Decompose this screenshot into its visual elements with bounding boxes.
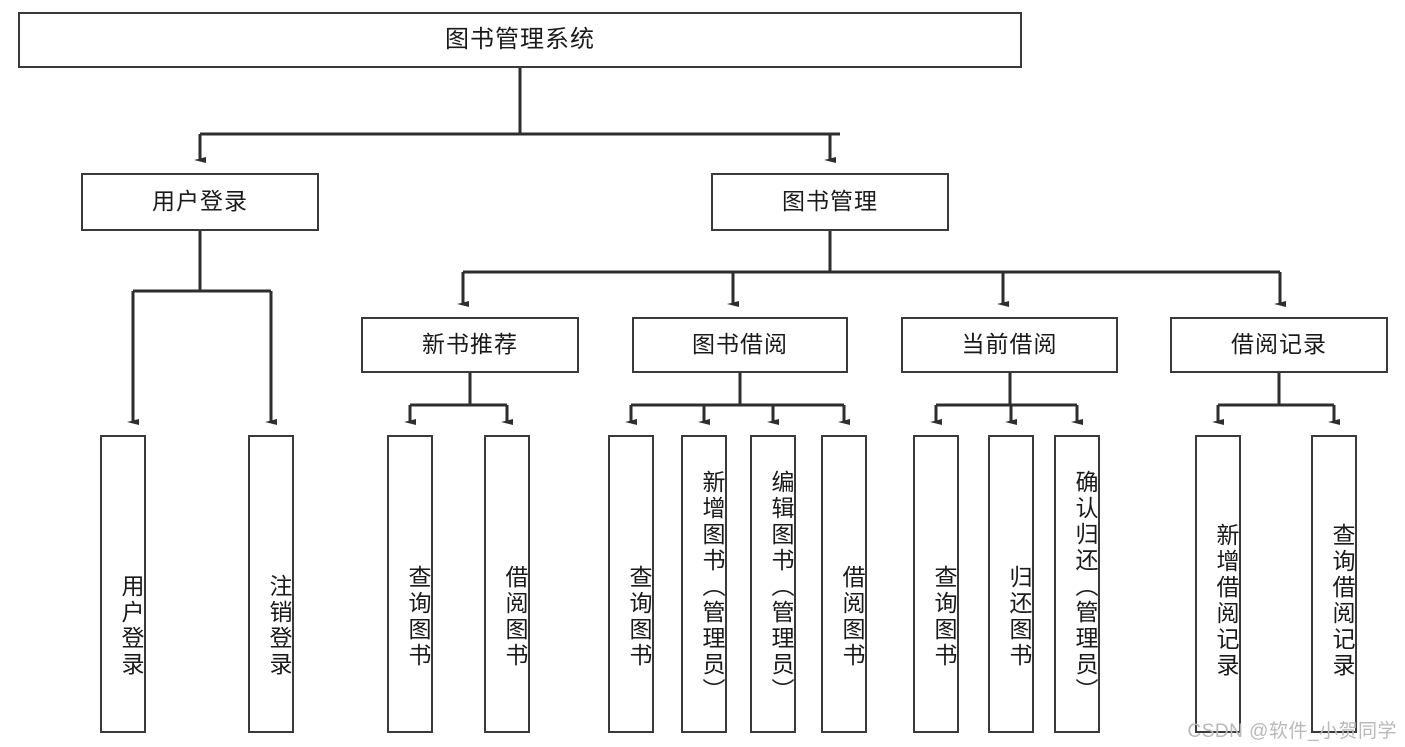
node-book-borrow[interactable]: 图书借阅 [632, 317, 848, 373]
leaf-logout-login-label: 注销登录 [266, 574, 292, 678]
leaf-return-book-label: 归还图书 [1006, 565, 1032, 669]
leaf-confirm-return-admin[interactable]: 确认归还（管理员） [1054, 435, 1100, 733]
leaf-query-book-borrow[interactable]: 查询图书 [608, 435, 654, 733]
leaf-query-book-borrow-label: 查询图书 [626, 565, 652, 669]
leaf-borrow-book-recommend[interactable]: 借阅图书 [484, 435, 530, 733]
node-root-system[interactable]: 图书管理系统 [18, 12, 1022, 68]
leaf-logout-login[interactable]: 注销登录 [248, 435, 294, 733]
leaf-query-borrow-record-label: 查询借阅记录 [1329, 523, 1355, 679]
node-current-borrow[interactable]: 当前借阅 [901, 317, 1118, 373]
leaf-add-borrow-record[interactable]: 新增借阅记录 [1195, 435, 1241, 733]
leaf-confirm-return-admin-label: 确认归还（管理员） [1072, 470, 1098, 704]
node-new-book-recommend[interactable]: 新书推荐 [361, 317, 579, 373]
leaf-user-login-label: 用户登录 [118, 574, 144, 678]
node-current-borrow-label: 当前借阅 [961, 331, 1058, 358]
node-book-management-label: 图书管理 [782, 188, 878, 215]
csdn-watermark: CSDN @软件_小贺同学 [1187, 721, 1397, 742]
node-borrow-record[interactable]: 借阅记录 [1170, 317, 1388, 373]
leaf-borrow-book-recommend-label: 借阅图书 [502, 565, 528, 669]
leaf-add-book-admin-label: 新增图书（管理员） [699, 470, 725, 704]
leaf-edit-book-admin[interactable]: 编辑图书（管理员） [750, 435, 796, 733]
node-new-book-recommend-label: 新书推荐 [422, 331, 518, 358]
node-book-borrow-label: 图书借阅 [692, 331, 788, 358]
leaf-query-book-current[interactable]: 查询图书 [913, 435, 959, 733]
node-book-management[interactable]: 图书管理 [711, 173, 949, 231]
leaf-return-book[interactable]: 归还图书 [988, 435, 1034, 733]
leaf-query-book-recommend-label: 查询图书 [405, 565, 431, 669]
leaf-query-book-recommend[interactable]: 查询图书 [387, 435, 433, 733]
node-user-login-label: 用户登录 [152, 188, 248, 215]
leaf-query-book-current-label: 查询图书 [931, 565, 957, 669]
node-root-label: 图书管理系统 [445, 25, 595, 53]
leaf-add-book-admin[interactable]: 新增图书（管理员） [681, 435, 727, 733]
leaf-borrow-book[interactable]: 借阅图书 [821, 435, 867, 733]
leaf-query-borrow-record[interactable]: 查询借阅记录 [1311, 435, 1357, 733]
leaf-user-login[interactable]: 用户登录 [100, 435, 146, 733]
leaf-borrow-book-label: 借阅图书 [839, 565, 865, 669]
node-borrow-record-label: 借阅记录 [1231, 331, 1327, 358]
leaf-edit-book-admin-label: 编辑图书（管理员） [768, 470, 794, 704]
node-user-login[interactable]: 用户登录 [81, 173, 319, 231]
leaf-add-borrow-record-label: 新增借阅记录 [1213, 523, 1239, 679]
